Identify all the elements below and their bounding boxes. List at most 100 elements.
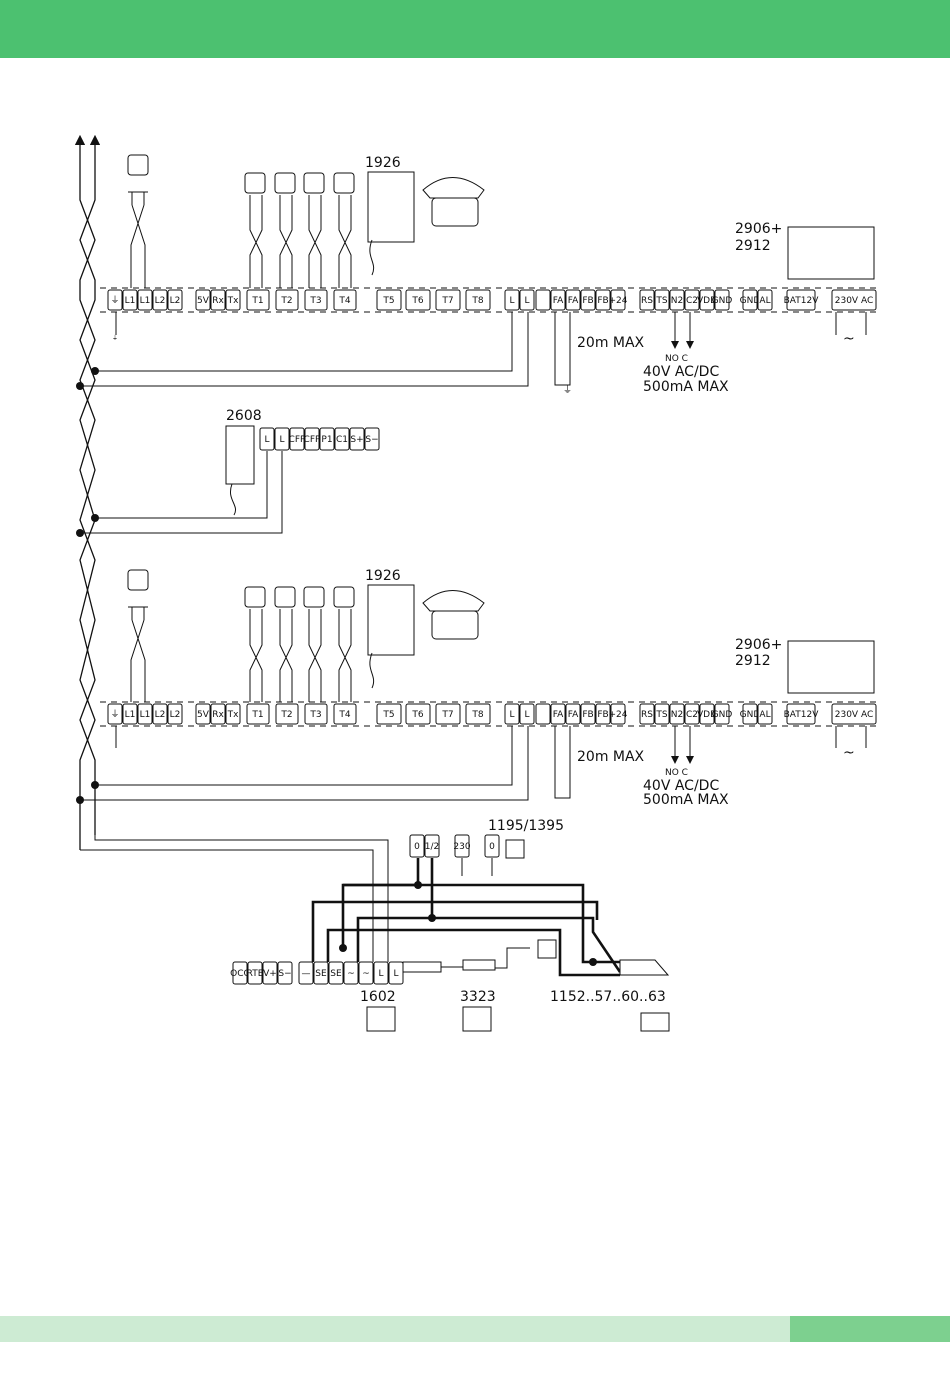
terminal-label: L1 bbox=[140, 296, 151, 306]
label-3323: 3323 bbox=[460, 989, 496, 1005]
terminal-label: FB bbox=[582, 296, 593, 306]
module-3323-icon bbox=[462, 959, 496, 971]
terminal bbox=[137, 289, 153, 311]
terminal-label: VDD bbox=[697, 296, 717, 306]
terminal-label: ~ bbox=[347, 969, 355, 979]
terminal bbox=[786, 703, 816, 725]
terminal-label: Tx bbox=[227, 296, 239, 306]
terminal bbox=[654, 289, 670, 311]
terminal bbox=[669, 703, 685, 725]
label-1926: 1926 bbox=[365, 155, 401, 171]
terminal-label: BAT12V bbox=[784, 710, 820, 720]
terminal bbox=[714, 703, 730, 725]
footer-bar-light bbox=[0, 1316, 790, 1342]
terminal-label: FA bbox=[553, 296, 564, 306]
terminal bbox=[639, 703, 655, 725]
terminal bbox=[405, 703, 431, 725]
label-20m-1: 20m MAX bbox=[577, 335, 645, 351]
phone-1926-icon-2 bbox=[367, 584, 415, 656]
terminal-label: L2 bbox=[170, 710, 181, 720]
terminal bbox=[304, 427, 320, 451]
terminal bbox=[152, 703, 168, 725]
terminal-label: T1 bbox=[251, 296, 263, 306]
terminal bbox=[435, 289, 461, 311]
terminal-label: C2 bbox=[686, 296, 698, 306]
terminal bbox=[364, 427, 380, 451]
terminal-label: FB bbox=[597, 710, 608, 720]
label-2906: 2906+ bbox=[735, 221, 782, 237]
terminal bbox=[580, 703, 596, 725]
terminal-label: 0 bbox=[489, 842, 495, 852]
label-2912-b: 2912 bbox=[735, 653, 771, 669]
terminal-label: CFP bbox=[289, 435, 306, 445]
module-icon bbox=[462, 1006, 492, 1032]
terminal-label: T6 bbox=[411, 296, 423, 306]
terminal bbox=[376, 289, 402, 311]
terminal bbox=[535, 289, 551, 311]
terminal bbox=[167, 289, 183, 311]
terminal bbox=[289, 427, 305, 451]
terminal bbox=[714, 289, 730, 311]
rating-v-1: 40V AC/DC bbox=[643, 364, 719, 380]
terminal bbox=[465, 289, 491, 311]
terminal-label: T6 bbox=[411, 710, 423, 720]
terminal bbox=[484, 834, 500, 858]
terminal-label: ⏚ bbox=[110, 709, 119, 720]
terminal bbox=[405, 289, 431, 311]
terminal-label: FA bbox=[568, 296, 579, 306]
terminal-label: 230V AC bbox=[835, 296, 873, 306]
terminal bbox=[388, 961, 404, 985]
terminal-label: TS bbox=[655, 710, 667, 720]
terminal bbox=[376, 703, 402, 725]
terminal-label: 1/2 bbox=[425, 842, 439, 852]
terminal-label: S− bbox=[278, 969, 291, 979]
terminal-label: OCC bbox=[230, 969, 250, 979]
desk-phone-icon bbox=[422, 177, 485, 227]
terminal bbox=[742, 703, 758, 725]
terminal bbox=[373, 961, 389, 985]
terminal bbox=[225, 289, 241, 311]
terminal bbox=[699, 289, 715, 311]
terminal-label: Tx bbox=[227, 710, 239, 720]
terminal bbox=[519, 289, 535, 311]
terminal bbox=[275, 703, 299, 725]
terminal-label: T4 bbox=[338, 710, 350, 720]
terminal-label: VDD bbox=[697, 710, 717, 720]
terminal bbox=[246, 289, 270, 311]
terminal-label: 5V bbox=[197, 296, 210, 306]
terminal bbox=[107, 289, 123, 311]
terminal-label: T2 bbox=[280, 710, 292, 720]
terminal-label: T3 bbox=[309, 296, 321, 306]
terminal-label: — bbox=[302, 969, 311, 979]
terminal bbox=[639, 289, 655, 311]
terminal bbox=[684, 289, 700, 311]
terminal bbox=[122, 289, 138, 311]
terminal bbox=[786, 289, 816, 311]
terminal bbox=[595, 703, 611, 725]
socket-icon bbox=[127, 154, 149, 176]
terminal-label: CFP bbox=[304, 435, 321, 445]
terminal bbox=[274, 427, 290, 451]
terminal bbox=[167, 703, 183, 725]
terminal-label: L2 bbox=[155, 710, 166, 720]
terminal-label: 230 bbox=[453, 842, 470, 852]
terminal-label: T4 bbox=[338, 296, 350, 306]
terminal-label: BAT12V bbox=[784, 296, 820, 306]
terminal bbox=[107, 703, 123, 725]
terminal-label: C2 bbox=[686, 710, 698, 720]
terminal-label: T8 bbox=[471, 710, 483, 720]
lock-box-icon bbox=[640, 1012, 670, 1032]
phone-1926-icon bbox=[367, 171, 415, 243]
terminal-label: S− bbox=[365, 435, 378, 445]
terminal-label: L1 bbox=[140, 710, 151, 720]
terminal bbox=[137, 703, 153, 725]
riser-cable bbox=[74, 134, 101, 850]
terminal bbox=[504, 703, 520, 725]
terminal bbox=[831, 703, 877, 725]
terminal-label: GND bbox=[712, 710, 733, 720]
